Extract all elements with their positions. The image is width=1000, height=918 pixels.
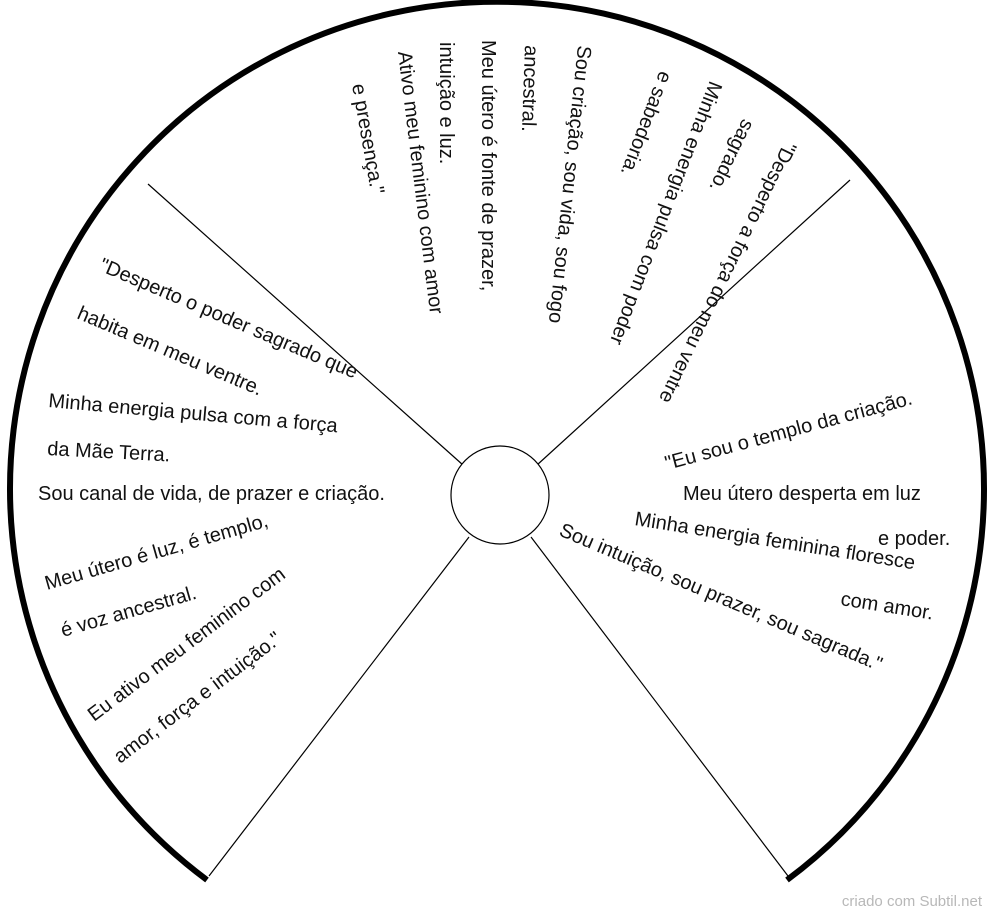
affirmation-line: Meu útero desperta em luz: [683, 483, 921, 505]
affirmation-line: ancestral.: [517, 45, 542, 132]
credit-label: criado com Subtil.net: [841, 893, 982, 910]
affirmation-line: Meu útero é fonte de prazer,: [477, 40, 499, 291]
divider-lower-left: [208, 536, 470, 877]
divider-lower-right: [530, 536, 789, 877]
divider-upper-left: [147, 183, 464, 466]
affirmation-line: e poder.: [878, 528, 950, 550]
center-hub: [450, 445, 550, 545]
outer-rim: [7, 0, 987, 883]
divider-upper-right: [536, 179, 851, 466]
affirmation-line: intuição e luz.: [435, 42, 457, 164]
affirmation-line: Sou canal de vida, de prazer e criação.: [38, 483, 385, 505]
